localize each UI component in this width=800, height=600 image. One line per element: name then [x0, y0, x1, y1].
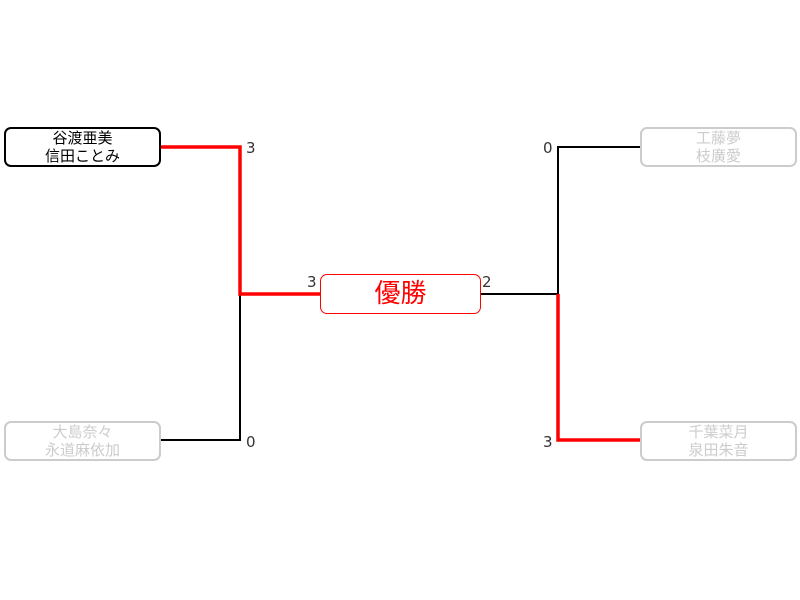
score-right-top: 0	[543, 139, 553, 157]
team-name-line1: 谷渡亜美	[52, 129, 113, 147]
team-box-left-top[interactable]: 谷渡亜美 信田ことみ	[4, 127, 161, 167]
team-name-line1: 工藤夢	[695, 129, 741, 147]
champion-box[interactable]: 優勝	[320, 274, 481, 314]
bracket-line-right-top	[480, 146, 640, 295]
score-right-bottom: 3	[543, 433, 553, 451]
score-left-top: 3	[246, 139, 256, 157]
team-name-line2: 枝廣愛	[695, 147, 741, 165]
champion-label: 優勝	[374, 279, 427, 309]
score-final-left: 3	[307, 273, 317, 291]
team-name-line2: 信田ことみ	[44, 147, 120, 165]
team-box-right-top[interactable]: 工藤夢 枝廣愛	[640, 127, 797, 167]
bracket-line-left-bottom	[160, 294, 241, 441]
team-name-line1: 大島奈々	[52, 423, 113, 441]
bracket-line-right-bottom-win	[556, 294, 640, 442]
team-name-line2: 泉田朱音	[688, 441, 749, 459]
bracket-line-left-top-win	[160, 145, 320, 296]
team-box-left-bottom[interactable]: 大島奈々 永道麻依加	[4, 421, 161, 461]
score-final-right: 2	[482, 273, 492, 291]
team-box-right-bottom[interactable]: 千葉菜月 泉田朱音	[640, 421, 797, 461]
score-left-bottom: 0	[246, 433, 256, 451]
team-name-line1: 千葉菜月	[688, 423, 749, 441]
team-name-line2: 永道麻依加	[44, 441, 120, 459]
